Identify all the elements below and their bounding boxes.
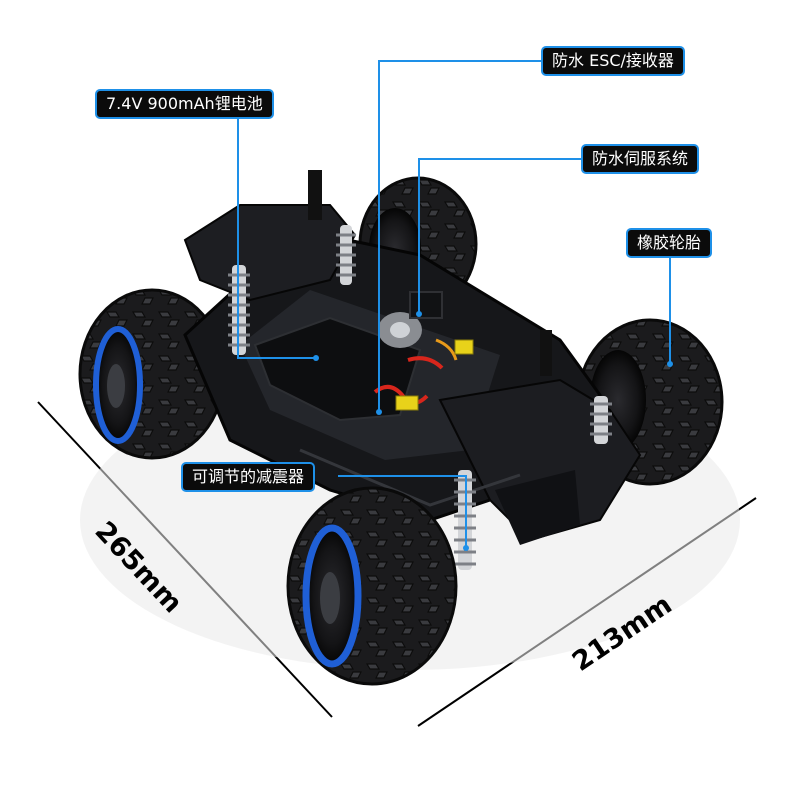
callout-tires: 橡胶轮胎 bbox=[626, 228, 713, 258]
callout-battery: 7.4V 900mAh锂电池 bbox=[95, 89, 274, 119]
leader-battery bbox=[237, 119, 316, 359]
wheel-front-left bbox=[286, 486, 458, 686]
leader-esc bbox=[378, 60, 541, 412]
leader-servo bbox=[418, 158, 581, 314]
callout-servo: 防水伺服系统 bbox=[581, 144, 700, 174]
leader-dots bbox=[313, 311, 673, 551]
chassis bbox=[183, 170, 642, 545]
leader-shocks bbox=[338, 475, 467, 548]
callout-shocks: 可调节的减震器 bbox=[181, 462, 316, 492]
shock-rear-right bbox=[336, 225, 356, 285]
leader-lines bbox=[237, 60, 671, 548]
callout-esc-receiver: 防水 ESC/接收器 bbox=[541, 46, 685, 76]
shock-front-right bbox=[590, 396, 612, 444]
